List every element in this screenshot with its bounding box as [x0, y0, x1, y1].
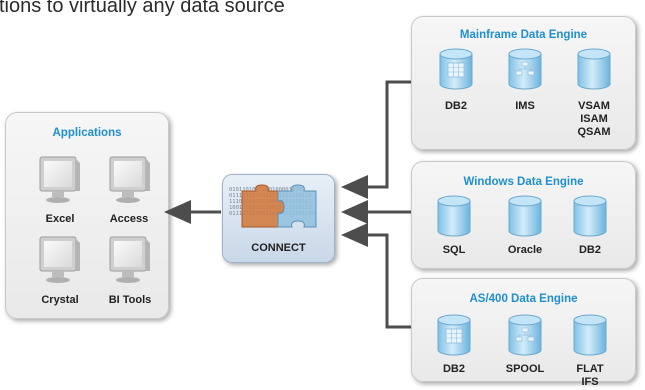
- as400-label-flat-ifs: FLAT IFS: [576, 363, 604, 388]
- as400-label-db2: DB2: [442, 363, 465, 375]
- oracle-database-icon: [508, 195, 542, 237]
- mainframe-engine-panel: Mainframe Data Engine DB2 IMS VSAM ISAM …: [411, 16, 636, 150]
- bi-tools-monitor-icon: [109, 236, 150, 283]
- ims-database-icon: [508, 48, 542, 90]
- windows-engine-panel: Windows Data Engine SQL Oracle DB2: [411, 161, 636, 269]
- app-label-bi-tools: BI Tools: [108, 294, 152, 306]
- crystal-monitor-icon: [39, 236, 80, 283]
- connect-box: 01011010111001000011001 0111010010101011…: [222, 174, 335, 263]
- flat-ifs-database-icon: [573, 314, 607, 356]
- app-label-access: Access: [109, 213, 149, 225]
- as400-engine-panel: AS/400 Data Engine DB2 SPOOL FLAT IFS: [411, 278, 636, 388]
- connect-label: CONNECT: [251, 242, 306, 254]
- windows-db2-database-icon: [573, 195, 607, 237]
- db2-database-icon: [439, 48, 473, 90]
- as400-db2-database-icon: [437, 314, 471, 356]
- excel-monitor-icon: [39, 156, 80, 203]
- puzzle-icon: [241, 184, 317, 228]
- mainframe-label-db2: DB2: [444, 100, 467, 112]
- applications-title: Applications: [52, 127, 122, 139]
- mainframe-engine-title: Mainframe Data Engine: [459, 29, 588, 41]
- as400-label-spool: SPOOL: [505, 363, 545, 375]
- windows-label-db2: DB2: [578, 244, 601, 256]
- as400-engine-title: AS/400 Data Engine: [469, 293, 578, 305]
- sql-database-icon: [437, 195, 471, 237]
- windows-label-oracle: Oracle: [507, 244, 543, 256]
- arrow-as400-to-connect: [341, 223, 411, 329]
- app-label-excel: Excel: [45, 213, 75, 225]
- vsam-database-icon: [577, 48, 611, 90]
- spool-database-icon: [508, 314, 542, 356]
- windows-label-sql: SQL: [442, 244, 466, 256]
- windows-engine-title: Windows Data Engine: [463, 176, 584, 188]
- mainframe-label-vsam: VSAM ISAM QSAM: [577, 100, 611, 138]
- app-label-crystal: Crystal: [41, 294, 79, 306]
- mainframe-label-ims: IMS: [515, 100, 535, 112]
- access-monitor-icon: [109, 156, 150, 203]
- intro-text: tions to virtually any data source: [0, 0, 285, 17]
- arrow-mainframe-to-connect: [341, 80, 411, 199]
